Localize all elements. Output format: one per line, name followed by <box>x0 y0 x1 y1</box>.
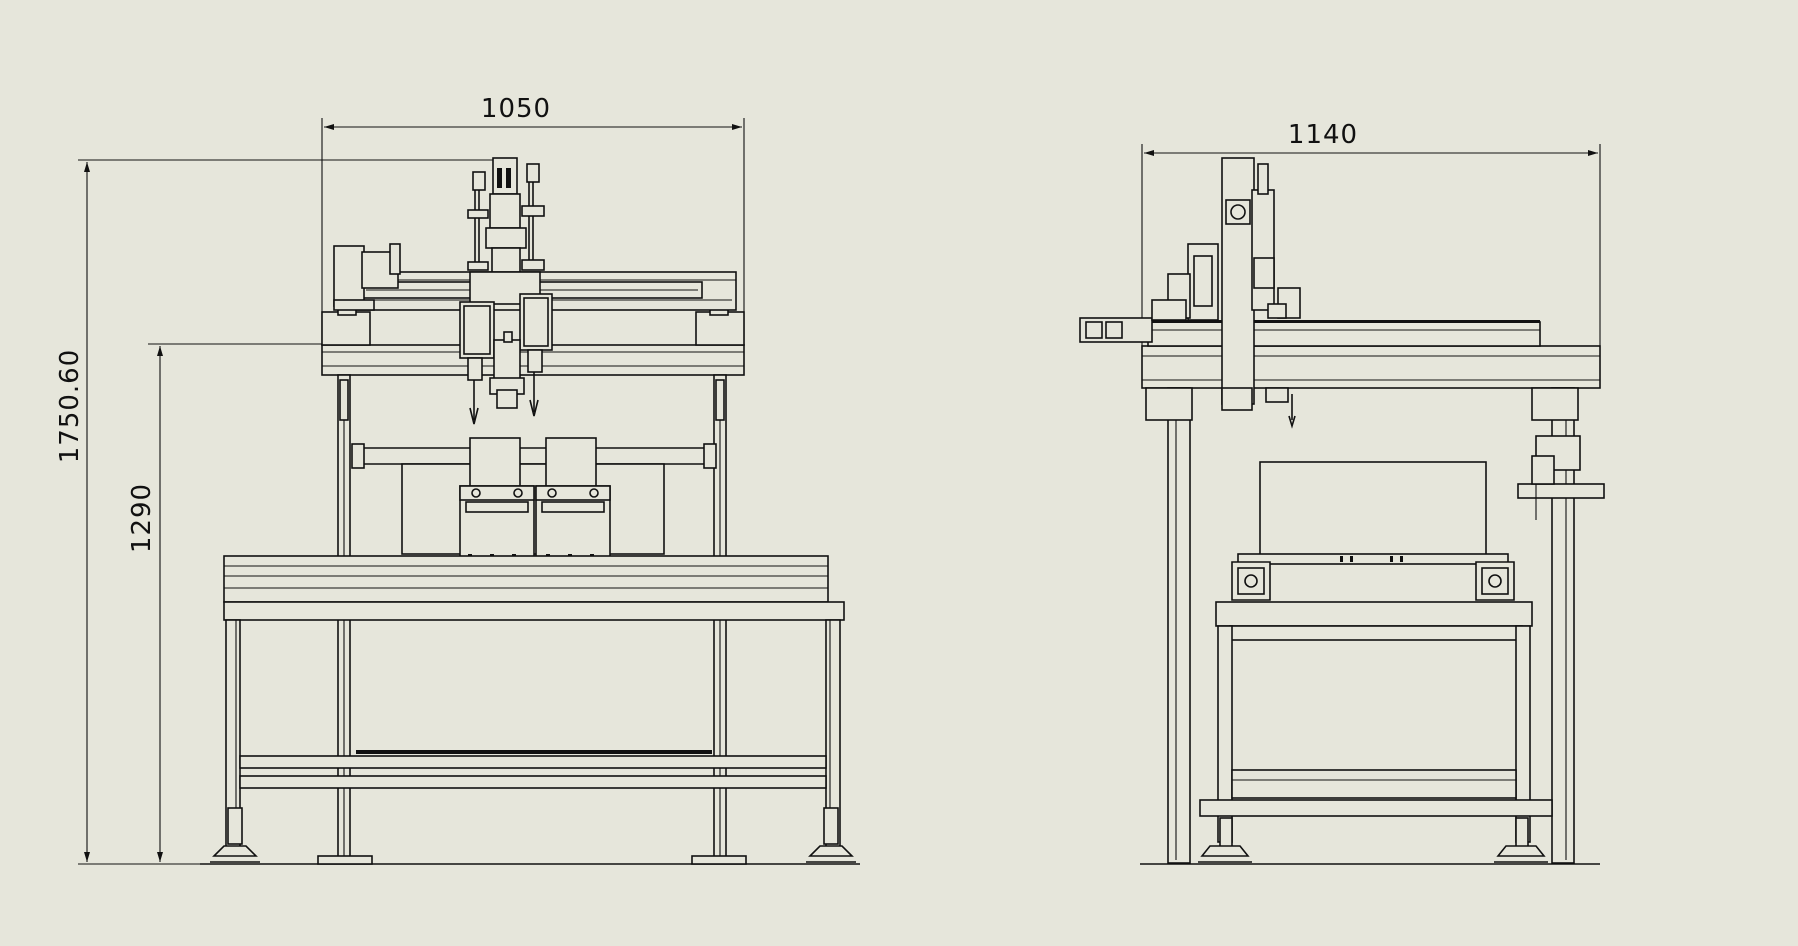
table-height-dimension: 1290 <box>127 343 340 862</box>
total-height-dimension: 1750.60 <box>55 159 505 865</box>
worktable-front <box>210 555 856 863</box>
front-view: 1050 1750.60 1290 <box>55 94 860 865</box>
total-height-label: 1750.60 <box>55 349 85 464</box>
gantry-frame-side <box>1079 157 1605 864</box>
dispensing-head-front <box>459 157 553 425</box>
worktable-side <box>1198 601 1553 863</box>
width-dimension-front: 1050 <box>321 94 745 345</box>
side-view: 1140 <box>1079 120 1605 865</box>
width-dimension-side: 1140 <box>1141 120 1601 350</box>
width-label-side: 1140 <box>1288 120 1358 150</box>
table-height-label: 1290 <box>127 483 157 553</box>
fixtures-side <box>1231 461 1515 601</box>
width-label-front: 1050 <box>481 94 551 124</box>
